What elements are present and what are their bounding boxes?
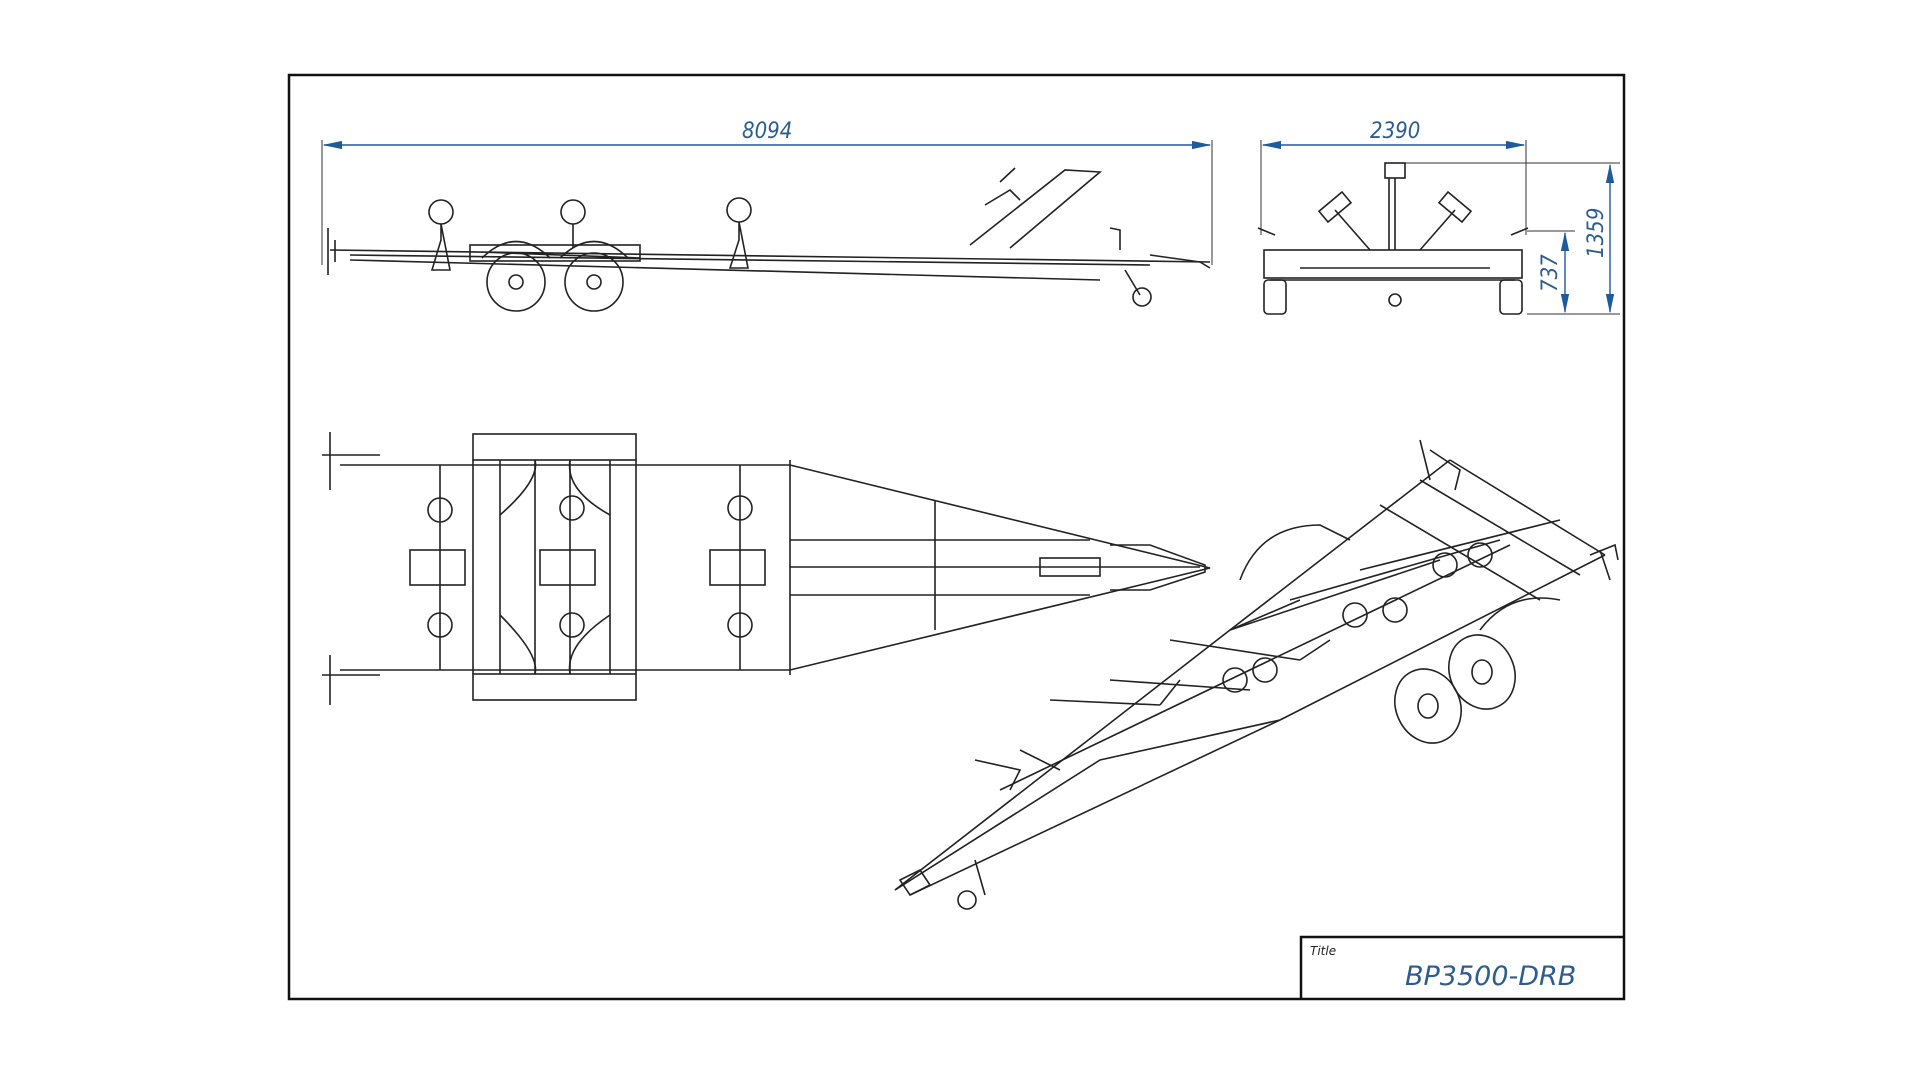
plan-view <box>322 432 1211 705</box>
title-block: Title BP3500-DRB <box>1299 935 1624 999</box>
frame-height-dimension: 737 <box>1538 254 1563 292</box>
drawing-title: BP3500-DRB <box>1405 961 1576 992</box>
title-label: Title <box>1310 944 1336 958</box>
isometric-view <box>894 439 1619 910</box>
length-dimension: 8094 <box>742 119 792 144</box>
sheet-border <box>287 73 1626 1001</box>
width-dimension: 2390 <box>1370 119 1420 144</box>
side-view: 8094 <box>321 119 1213 312</box>
height-dimension: 1359 <box>1584 208 1609 258</box>
end-view: 2390 1359 737 <box>1257 119 1620 315</box>
